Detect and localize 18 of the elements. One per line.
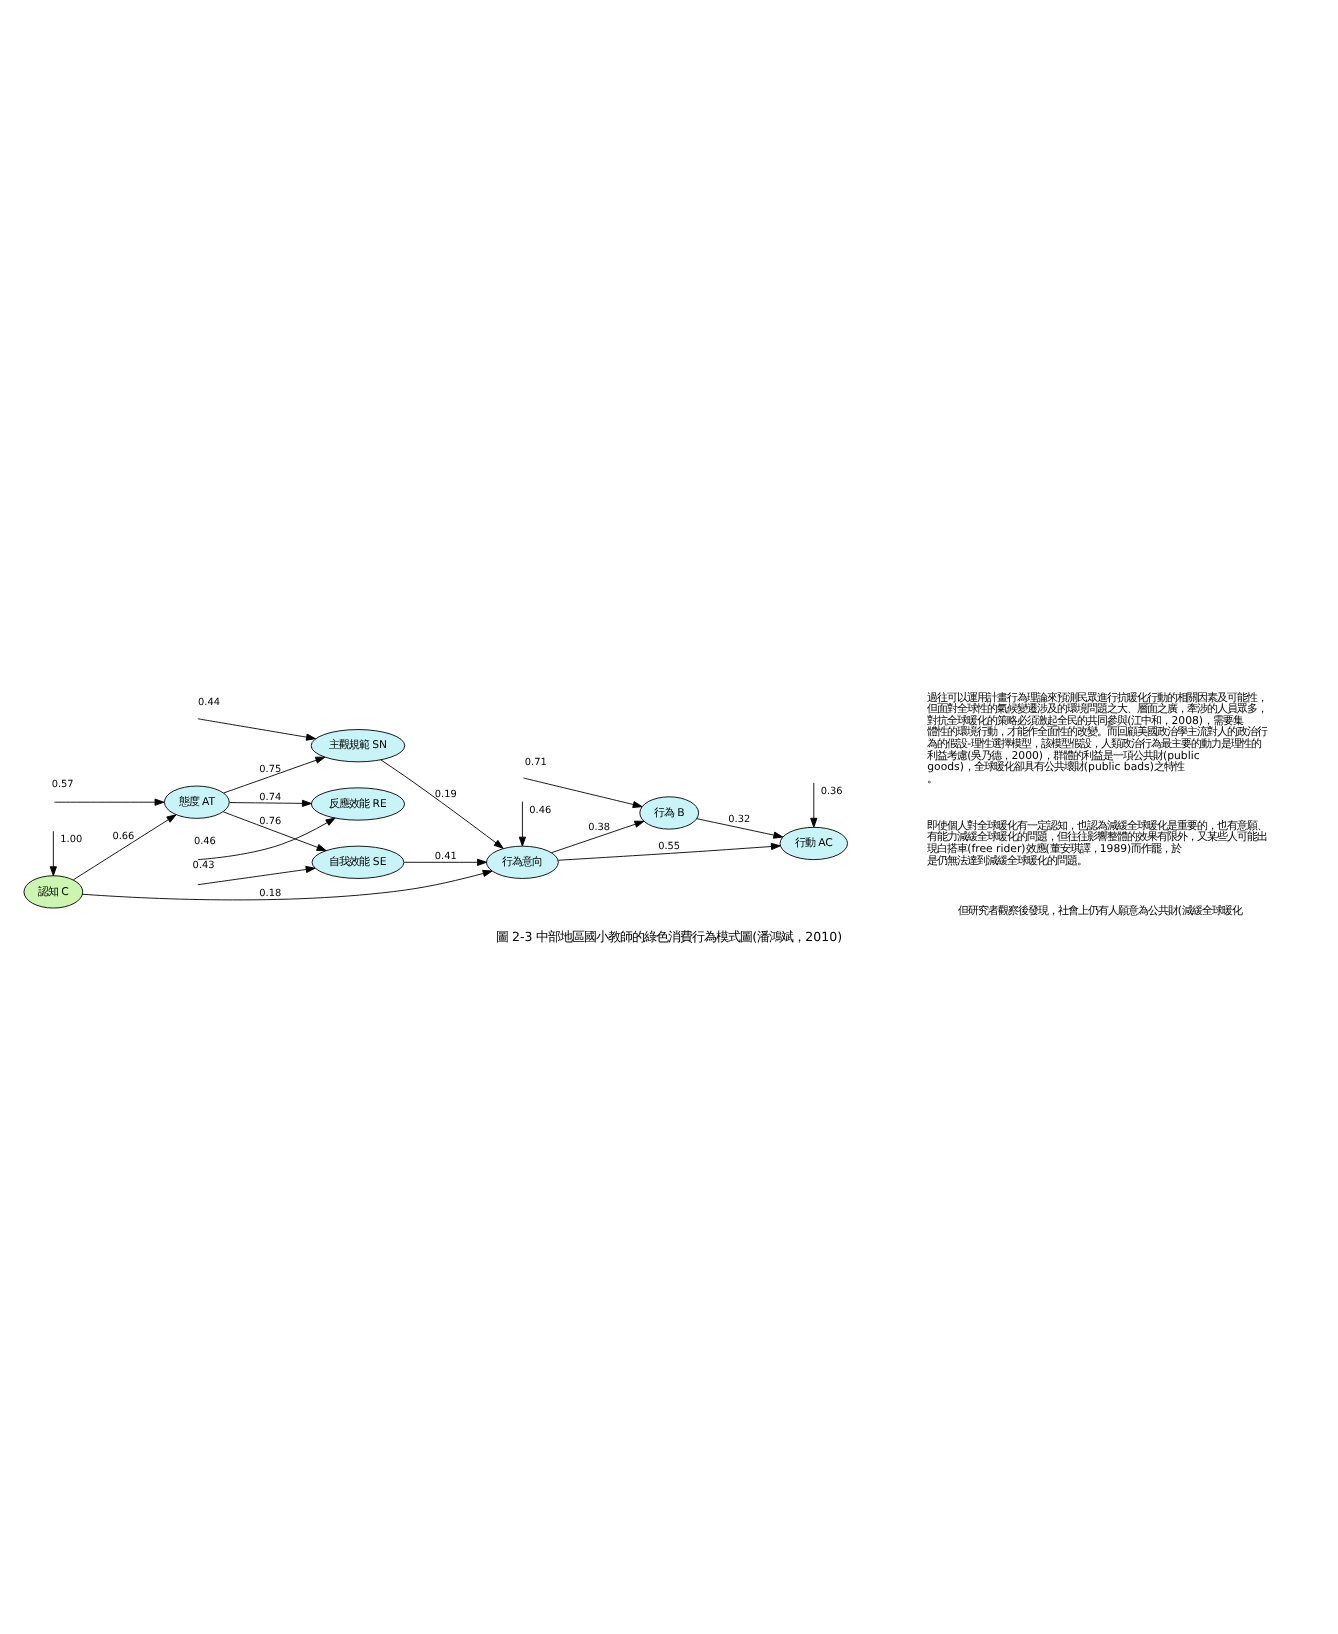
- arrow: [49, 830, 57, 877]
- arrow: [380, 759, 504, 849]
- arrow: [223, 756, 326, 794]
- arrow: [222, 811, 327, 852]
- arrow: [810, 782, 818, 828]
- arrow: [522, 777, 643, 809]
- arrow: [551, 820, 645, 854]
- arrow: [53, 798, 165, 806]
- arrow: [229, 799, 312, 807]
- arrow: [197, 718, 316, 741]
- arrow: [72, 814, 177, 881]
- arrow: [557, 842, 781, 861]
- arrow: [696, 818, 784, 839]
- arrow: [81, 869, 493, 901]
- arrow: [197, 817, 336, 861]
- arrow: [403, 858, 487, 866]
- arrow: [197, 865, 316, 886]
- arrow: [518, 801, 526, 847]
